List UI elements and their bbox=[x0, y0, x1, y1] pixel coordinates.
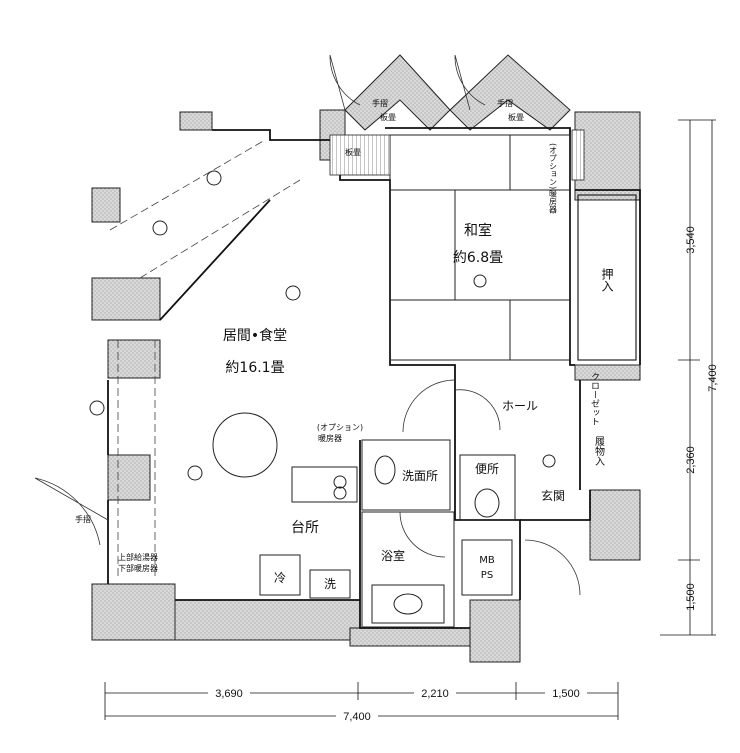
dashed-lines bbox=[109, 139, 301, 580]
shoes-vertical-label: 履物入 bbox=[593, 436, 605, 466]
svg-text:押入: 押入 bbox=[600, 268, 614, 292]
dim-bottom-1-bg bbox=[208, 686, 250, 700]
kitchen-label: 台所 bbox=[291, 520, 319, 536]
dim-bottom-1: 3,690 bbox=[215, 688, 243, 700]
washer-label: 洗 bbox=[324, 577, 336, 591]
dim-right-1: 3,540 bbox=[685, 226, 697, 254]
hall-label: ホール bbox=[502, 399, 538, 413]
washitsu-tatami bbox=[389, 134, 571, 361]
floor-heater-label: 下部暖房器 bbox=[118, 563, 158, 573]
dim-bottom-4-bg bbox=[336, 709, 378, 723]
dim-bottom-2-bg bbox=[414, 686, 456, 700]
oshiire-vertical-label: 押入 bbox=[600, 268, 614, 292]
wall-lines bbox=[107, 127, 641, 629]
dim-right-3: 2,360 bbox=[685, 446, 697, 474]
bath-label: 浴室 bbox=[381, 548, 405, 563]
wet-area bbox=[361, 439, 516, 628]
ps-label: PS bbox=[481, 570, 493, 581]
dim-right-4: 1,500 bbox=[685, 583, 697, 611]
option-heater-vertical-label: (オプション)暖房器 bbox=[549, 143, 558, 214]
walls bbox=[91, 109, 641, 663]
toilet-label: 便所 bbox=[475, 462, 499, 476]
washitsu-label: 和室 bbox=[464, 222, 492, 239]
door-swings bbox=[34, 54, 581, 596]
board-label-2: 板畳 bbox=[380, 112, 396, 122]
dim-bottom-2: 2,210 bbox=[421, 688, 449, 700]
wood-strip-2 bbox=[571, 129, 585, 181]
board-label-1: 板畳 bbox=[345, 147, 361, 157]
heater-option-label: (オプション) bbox=[317, 423, 363, 432]
genkan-label: 玄関 bbox=[541, 488, 565, 503]
kitchen-fixtures bbox=[212, 412, 358, 599]
board-label-3: 板畳 bbox=[508, 112, 524, 122]
closet-vertical-label: クローゼット bbox=[589, 372, 600, 426]
svg-text:クローゼット: クローゼット bbox=[589, 372, 600, 426]
mb-label: MB bbox=[479, 555, 495, 566]
dim-bottom-3-bg bbox=[545, 686, 587, 700]
dim-bottom-4: 7,400 bbox=[343, 711, 371, 723]
fridge-label: 冷 bbox=[274, 571, 286, 585]
handrail-label-left: 手摺 bbox=[75, 514, 91, 524]
handrail-label-2: 手摺 bbox=[497, 98, 513, 108]
dim-right-2: 7,400 bbox=[707, 364, 719, 392]
oshiire-box bbox=[577, 194, 637, 361]
living-room-label: 居間•食堂 bbox=[223, 327, 287, 344]
svg-text:(オプション)暖房器: (オプション)暖房器 bbox=[549, 143, 558, 214]
senmenjo-label: 洗面所 bbox=[402, 469, 438, 483]
washitsu-area: 約6.8畳 bbox=[453, 250, 503, 266]
heater-label: 暖房器 bbox=[318, 433, 342, 443]
water-heater-label: 上部給湯器 bbox=[118, 552, 158, 562]
dim-right bbox=[660, 119, 716, 636]
wood-strip-1 bbox=[329, 134, 391, 176]
ceiling-lights bbox=[89, 170, 556, 481]
dim-bottom-3: 1,500 bbox=[552, 688, 580, 700]
handrail-label-1: 手摺 bbox=[372, 98, 388, 108]
living-room-area: 約16.1畳 bbox=[225, 360, 284, 376]
svg-text:履物入: 履物入 bbox=[593, 436, 605, 466]
bay-windows bbox=[344, 54, 571, 131]
